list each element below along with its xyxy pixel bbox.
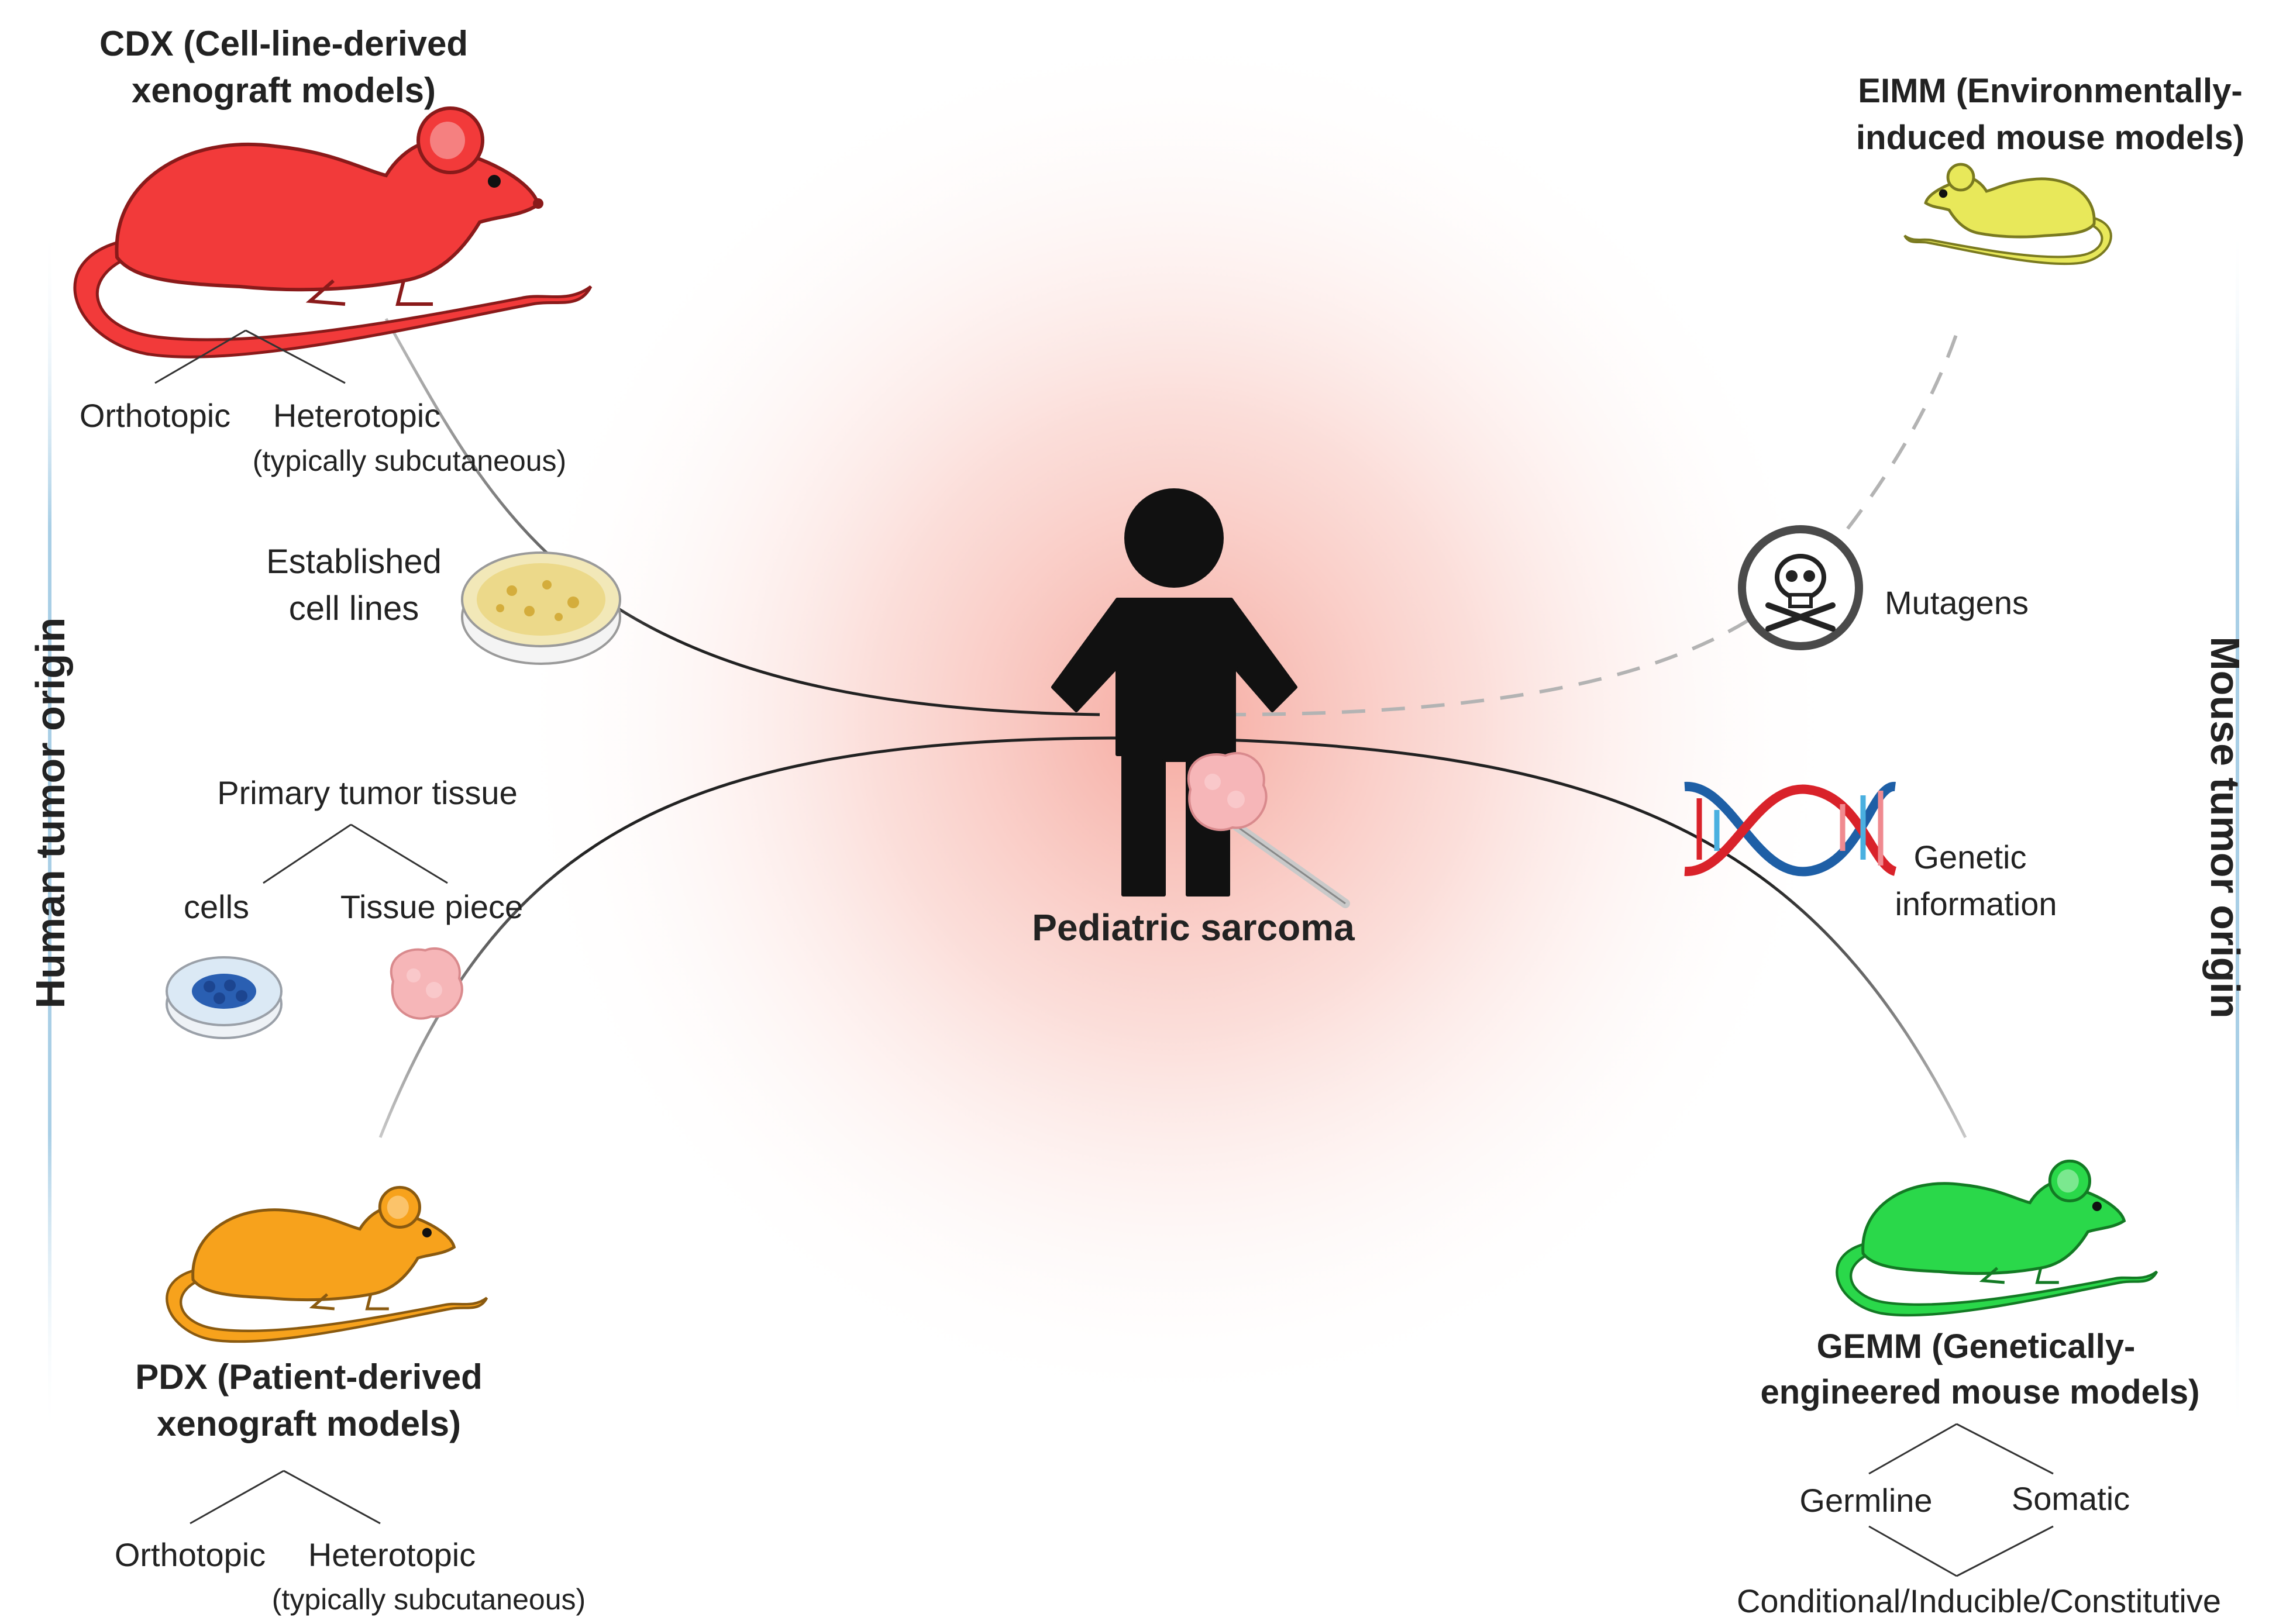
gemm-branch-right (1956, 1423, 2054, 1475)
pdx-source-branch-right (350, 823, 448, 884)
eimm-title-line2: induced mouse models) (1856, 119, 2244, 157)
cdx-source-line1: Established (266, 543, 442, 581)
center-label: Pediatric sarcoma (1032, 906, 1355, 949)
gemm-variants-label: Conditional/Inducible/Constitutive (1737, 1582, 2221, 1619)
mouse-tumor-origin-label: Mouse tumor origin (2202, 636, 2248, 1018)
skull-crossbones-icon (1738, 525, 1863, 650)
dna-helix-icon (1684, 781, 1898, 877)
pdx-mouse-icon (166, 1185, 488, 1343)
pdx-heterotopic-note: (typically subcutaneous) (272, 1583, 586, 1616)
somatic-label: Somatic (2012, 1480, 2130, 1517)
eimm-connector-curve (1222, 333, 1958, 716)
tissue-piece-icon (390, 947, 463, 1020)
mutagens-label: Mutagens (1885, 584, 2029, 621)
gemm-join-left (1868, 1525, 1957, 1577)
eimm-mouse-icon (1903, 163, 2112, 266)
gemm-title-line1: GEMM (Genetically- (1817, 1328, 2136, 1366)
person-icon (1051, 488, 1297, 897)
gemm-join-right (1956, 1525, 2054, 1577)
right-side-rule (2236, 222, 2239, 1439)
cell-culture-dish-icon (166, 956, 283, 1039)
petri-dish-icon (461, 551, 621, 665)
germline-label: Germline (1799, 1482, 1932, 1519)
pdx-title-line2: xenograft models) (157, 1404, 461, 1443)
pdx-source-title: Primary tumor tissue (217, 774, 517, 811)
gemm-mouse-icon (1836, 1159, 2158, 1317)
pdx-source-branch-left (263, 823, 352, 884)
pdx-branch-left (190, 1470, 284, 1525)
pdx-cells-label: cells (184, 888, 249, 925)
pdx-tissue-label: Tissue piece (340, 888, 523, 925)
genetic-info-line2: information (1895, 885, 2057, 922)
cdx-orthotopic-label: Orthotopic (80, 397, 230, 434)
tumor-icon (1187, 751, 1268, 831)
genetic-info-line1: Genetic (1914, 839, 2027, 875)
human-tumor-origin-label: Human tumor origin (27, 618, 73, 1009)
pdx-title-line1: PDX (Patient-derived (135, 1357, 482, 1397)
pdx-heterotopic-label: Heterotopic (308, 1536, 476, 1573)
cdx-heterotopic-label: Heterotopic (273, 397, 440, 434)
eimm-title-line1: EIMM (Environmentally- (1858, 72, 2242, 110)
cdx-source-line2: cell lines (289, 589, 419, 627)
cdx-title-line2: xenograft models) (132, 71, 436, 110)
gemm-title-line2: engineered mouse models) (1761, 1373, 2200, 1411)
pdx-orthotopic-label: Orthotopic (115, 1536, 266, 1573)
cdx-branch-right (245, 329, 346, 384)
cdx-branch-left (154, 329, 246, 384)
gemm-branch-left (1868, 1423, 1957, 1475)
pdx-branch-right (283, 1470, 381, 1525)
scalpel-icon (1230, 820, 1350, 908)
cdx-heterotopic-note: (typically subcutaneous) (253, 444, 566, 477)
left-side-rule (48, 222, 51, 1439)
cdx-mouse-icon (73, 106, 593, 358)
cdx-title-line1: CDX (Cell-line-derived (99, 24, 468, 63)
gemm-connector-curve (1111, 736, 1967, 1139)
